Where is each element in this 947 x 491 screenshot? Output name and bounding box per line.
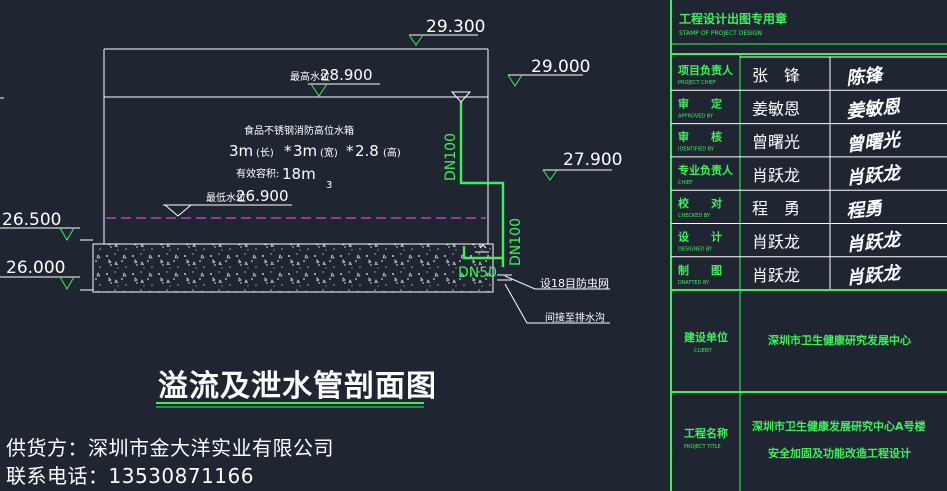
overflow-pipe <box>459 102 505 267</box>
supplier-line: 供货方：深圳市金大洋实业有限公司 <box>6 432 334 461</box>
phone-label: 联系电话： <box>6 464 109 488</box>
member-name: 张 锋 <box>752 66 800 85</box>
min-water-value: 26.900 <box>236 187 289 205</box>
role-cn: 审 核 <box>678 130 722 144</box>
client-value: 深圳市卫生健康研究发展中心 <box>768 333 911 347</box>
signature: 肖跃龙 <box>845 262 904 289</box>
phone-line: 联系电话：13530871166 <box>6 460 254 489</box>
min-water-mark <box>164 204 192 217</box>
member-name: 曾曙光 <box>752 133 800 152</box>
drawing-texts: 29.300 29.000 27.900 26.500 26.000 最高水位 … <box>2 17 622 404</box>
supplier-label: 供货方： <box>6 436 88 460</box>
phone-value: 13530871166 <box>108 464 254 488</box>
dn100-a-label: DN100 <box>443 133 459 181</box>
tank-volume-sup: 3 <box>326 180 332 191</box>
min-water-label: 最低水位 <box>206 191 246 204</box>
tank-size-a-note: (长) <box>256 147 274 159</box>
role-en: IDENTIFIED BY <box>678 147 715 153</box>
stamp-title-cn: 工程设计出图专用章 <box>679 11 787 26</box>
project-label-en: PROJECT TITLE <box>684 444 721 450</box>
signature: 肖跃龙 <box>845 229 904 256</box>
tank-size-b: 3m <box>293 142 317 160</box>
elev-overflow-mark <box>507 74 523 87</box>
role-cn: 设 计 <box>678 230 722 244</box>
client-label-cn: 建设单位 <box>684 330 728 344</box>
elev-left-lower-mark <box>59 276 75 290</box>
tank-name: 食品不锈钢消防高位水箱 <box>244 124 354 137</box>
elev-mid-mark <box>542 169 558 181</box>
role-cn: 校 对 <box>678 196 722 210</box>
signature: 陈锋 <box>845 64 886 89</box>
elev-left-lower-text: 26.000 <box>6 258 65 278</box>
stamp-title-en: STAMP OF PROJECT DESIGN <box>679 30 762 37</box>
elev-top-mark <box>408 34 424 46</box>
elev-left-upper-mark <box>59 227 75 241</box>
member-name: 肖跃龙 <box>752 266 800 285</box>
member-name: 程 勇 <box>752 199 800 218</box>
elev-mid-text: 27.900 <box>563 150 622 170</box>
role-en: CHIEF <box>678 180 693 186</box>
tank-size-c-note: (高) <box>383 146 401 159</box>
drain-note: 间接至排水沟 <box>545 311 605 324</box>
dn50-label: DN50 <box>458 265 497 281</box>
signature: 曾曙光 <box>845 129 903 156</box>
concrete-base <box>92 243 494 293</box>
drawing-title: 溢流及泄水管剖面图 <box>158 369 437 404</box>
signature: 程勇 <box>845 198 885 223</box>
overflow-inlet-funnel <box>450 91 472 103</box>
elev-overflow-text: 29.000 <box>531 57 590 77</box>
tank-size-c: 2.8 <box>355 142 379 160</box>
max-water-value: 28.900 <box>320 66 373 84</box>
role-cn: 制 图 <box>678 263 722 277</box>
supplier-value: 深圳市金大洋实业有限公司 <box>88 436 334 460</box>
role-en: CHECKED BY <box>678 213 711 219</box>
dn100-b-label: DN100 <box>508 218 524 266</box>
title-block-rows: 项目负责人 PROJECT CHIEF 张 锋 陈锋审 定 APPROVED BY 姜敏恩… <box>678 63 904 289</box>
member-name: 姜敏恩 <box>752 99 800 118</box>
role-cn: 审 定 <box>678 96 722 110</box>
tank-size-sep-2: * <box>346 142 354 160</box>
elevation-markers <box>0 34 612 291</box>
section-drawing <box>0 48 494 293</box>
title-block-frame <box>670 0 947 491</box>
note-leaders <box>504 275 610 324</box>
tank-volume-label: 有效容积: <box>236 167 279 180</box>
signature: 姜敏恩 <box>845 96 903 123</box>
member-name: 肖跃龙 <box>752 233 800 252</box>
role-en: DRAFTED BY <box>678 280 710 286</box>
role-en: PROJECT CHIEF <box>678 80 716 86</box>
role-cn: 项目负责人 <box>678 63 734 77</box>
role-en: DESIGNED BY <box>678 247 713 253</box>
client-label-en: CLIENT <box>694 348 713 354</box>
max-water-label: 最高水位 <box>290 70 330 83</box>
elev-left-upper-text: 26.500 <box>2 210 61 230</box>
tank-volume-value: 18m <box>282 165 316 183</box>
tank-size-sep-1: * <box>284 142 292 160</box>
project-value-2: 安全加固及功能改造工程设计 <box>768 446 911 460</box>
mesh-note: 设18目防虫网 <box>540 276 609 290</box>
member-name: 肖跃龙 <box>752 166 800 185</box>
role-cn: 专业负责人 <box>678 163 734 177</box>
signature: 肖跃龙 <box>845 162 904 189</box>
tank-size-b-note: (宽) <box>320 146 338 159</box>
drain-pipe <box>462 246 503 260</box>
elev-top-text: 29.300 <box>426 17 485 37</box>
title-block-row-lines <box>671 89 947 291</box>
project-label-cn: 工程名称 <box>684 426 728 440</box>
project-value-1: 深圳市卫生健康发展研究中心A号楼 <box>752 419 926 433</box>
tank-size-a: 3m <box>229 142 253 160</box>
role-en: APPROVED BY <box>678 113 714 119</box>
pipes <box>450 91 512 281</box>
